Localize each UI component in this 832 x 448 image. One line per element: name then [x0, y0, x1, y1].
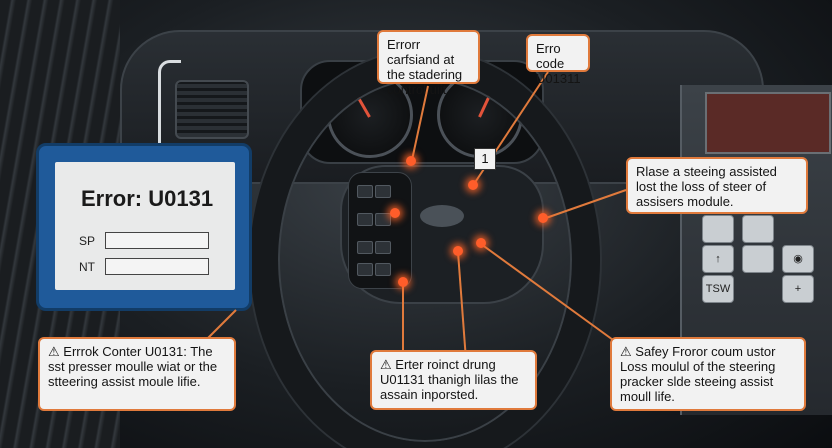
wheel-button[interactable] — [375, 185, 391, 198]
fault-point-4[interactable] — [538, 213, 548, 223]
infotainment-screen — [705, 92, 831, 154]
callout-bottom-left-text: Errrok Conter U0131: The sst presser mou… — [48, 344, 218, 389]
wheel-button[interactable] — [375, 213, 391, 226]
console-button-2[interactable] — [742, 215, 774, 243]
obd-cable — [158, 60, 181, 151]
callout-bottom-center: ⚠ Erter roinct drung U01131 thanigh lila… — [370, 350, 537, 410]
console-button-tsw[interactable]: TSW — [702, 275, 734, 303]
fault-point-2[interactable] — [468, 180, 478, 190]
callout-top-center: Errorr carfsiand at the stadering contro… — [377, 30, 480, 97]
fault-point-3[interactable] — [390, 208, 400, 218]
scanner-field-label-nt: NT — [79, 260, 95, 274]
scanner-screen: Error: U0131 SP NT — [55, 162, 235, 290]
steering-control-panel — [348, 172, 412, 289]
air-vent — [175, 80, 249, 139]
wheel-button[interactable] — [357, 213, 373, 226]
callout-bottom-right-text: Safey Froror coum ustor Loss moulul of t… — [620, 344, 776, 404]
console-button-3[interactable] — [742, 245, 774, 273]
scanner-field-nt[interactable] — [105, 258, 209, 275]
warning-icon: ⚠ — [620, 344, 632, 359]
callout-right: Rlase a steeing assisted lost the loss o… — [626, 157, 808, 214]
console-button-up[interactable]: ↑ — [702, 245, 734, 273]
fault-point-7[interactable] — [398, 277, 408, 287]
marker-badge: 1 — [474, 148, 496, 170]
fault-point-5[interactable] — [453, 246, 463, 256]
scanner-field-sp[interactable] — [105, 232, 209, 249]
warning-icon: ⚠ — [48, 344, 60, 359]
fault-point-1[interactable] — [406, 156, 416, 166]
callout-bottom-left: ⚠ Errrok Conter U0131: The sst presser m… — [38, 337, 236, 411]
wheel-button[interactable] — [375, 241, 391, 254]
wheel-button[interactable] — [357, 185, 373, 198]
console-knob[interactable]: ◉ — [782, 245, 814, 273]
warning-icon: ⚠ — [380, 357, 392, 372]
wheel-button[interactable] — [357, 241, 373, 254]
console-button-plus[interactable]: + — [782, 275, 814, 303]
wheel-button[interactable] — [357, 263, 373, 276]
callout-bottom-right: ⚠ Safey Froror coum ustor Loss moulul of… — [610, 337, 806, 411]
console-button-1[interactable] — [702, 215, 734, 243]
brand-logo-icon — [420, 205, 464, 227]
scanner-field-label-sp: SP — [79, 234, 96, 248]
obd-scanner: Error: U0131 SP NT — [36, 143, 252, 311]
wheel-button[interactable] — [375, 263, 391, 276]
fault-point-6[interactable] — [476, 238, 486, 248]
callout-bottom-center-text: Erter roinct drung U01131 thanigh lilas … — [380, 357, 519, 402]
scanner-error-title: Error: U0131 — [81, 186, 214, 211]
callout-top-right: Erro code U01311 — [526, 34, 590, 86]
